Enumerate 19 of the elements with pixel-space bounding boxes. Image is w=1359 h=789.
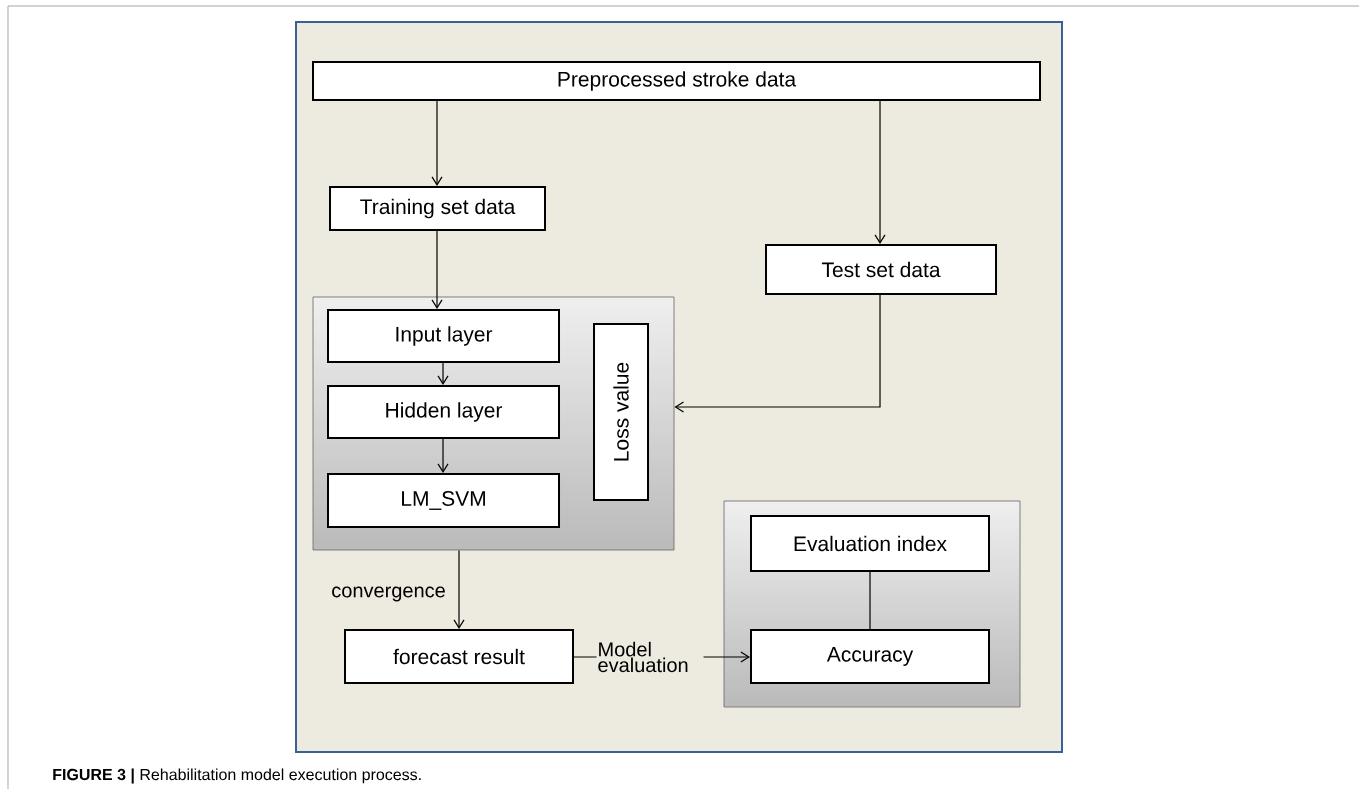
process-box: Evaluation index xyxy=(750,515,990,572)
process-box: Accuracy xyxy=(750,629,990,684)
process-box: Hidden layer xyxy=(327,385,560,439)
arrow xyxy=(453,549,465,629)
process-box: Loss value xyxy=(593,323,649,501)
process-box: LM_SVM xyxy=(327,473,560,528)
arrow xyxy=(874,100,886,244)
arrow xyxy=(437,438,449,473)
arrow xyxy=(674,294,881,413)
process-box: forecast result xyxy=(344,629,574,684)
process-box: Input layer xyxy=(327,309,560,363)
process-box: Test set data xyxy=(765,244,997,295)
process-box: Training set data xyxy=(329,186,546,231)
edge-label: Model evaluation xyxy=(596,640,704,674)
process-box: Preprocessed stroke data xyxy=(312,61,1041,101)
arrow xyxy=(431,230,443,309)
arrow xyxy=(437,362,449,385)
caption: FIGURE 3 | Rehabilitation model execution process. xyxy=(53,768,421,784)
arrow xyxy=(431,100,443,186)
